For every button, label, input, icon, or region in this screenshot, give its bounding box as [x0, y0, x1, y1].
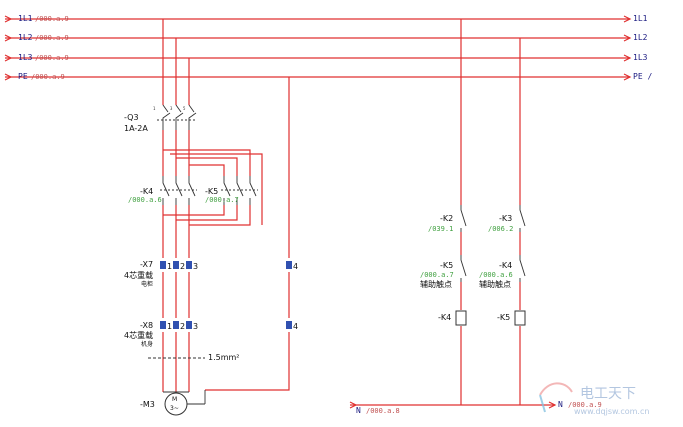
k2-ref: /039.1 [428, 225, 453, 233]
x8-tag: -X8 [140, 321, 153, 330]
watermark-url: www.dqjsw.com.cn [574, 407, 649, 416]
x7-sub: 电柜 [141, 280, 153, 288]
k5-coil [514, 310, 526, 326]
svg-text:1: 1 [153, 106, 156, 111]
q3-tag: -Q3 [124, 113, 139, 122]
bus-pe-right-label: PE / [633, 72, 652, 81]
q3-rating: 1A-2A [124, 124, 148, 133]
contactor-k4-contacts [160, 176, 197, 205]
motor-symbol-top: M [172, 396, 177, 403]
k4-main-ref: /000.a.6 [128, 196, 162, 204]
motor-tag: -M3 [140, 400, 155, 409]
bus-pe-label: PE [18, 72, 28, 81]
bus-l3-right-label: 1L3 [633, 53, 648, 62]
k4-main-tag: -K4 [140, 187, 153, 196]
neutral-left-label: N [356, 406, 361, 415]
k4-aux-tag: -K4 [499, 261, 512, 270]
connector-x8 [160, 321, 292, 329]
bus-pe-arrow-right [623, 73, 632, 81]
k4-coil-tag: -K4 [438, 313, 451, 322]
k5-aux-tag: -K5 [440, 261, 453, 270]
svg-text:3: 3 [170, 106, 173, 111]
k2-contact [460, 205, 467, 232]
x8-sub: 机身 [141, 340, 153, 348]
connector-x7 [160, 261, 292, 269]
watermark-logo: 电工天下 www.dqjsw.com.cn [539, 382, 649, 416]
bus-l1-ref: /000.a.9 [35, 15, 69, 23]
k5-aux-ref: /000.a.7 [420, 271, 454, 279]
bus-l2-right-label: 1L2 [633, 33, 648, 42]
motor-m3 [163, 390, 206, 416]
k4-aux-ref: /000.a.6 [479, 271, 513, 279]
power-wires [162, 19, 290, 392]
x8-pin-2: 2 [180, 322, 185, 331]
motor-symbol-bottom: 3~ [170, 405, 179, 412]
k3-contact [519, 205, 526, 232]
k4-coil [455, 310, 467, 326]
x7-pin-4: 4 [293, 262, 298, 271]
bus-l1-right-label: 1L1 [633, 14, 648, 23]
bus-l2-arrow-left [4, 34, 13, 42]
watermark-text: 电工天下 [580, 386, 636, 402]
x8-pin-1: 1 [167, 322, 172, 331]
k5-main-ref: /000.a.7 [205, 196, 239, 204]
x7-tag: -X7 [140, 260, 153, 269]
bus-l1-arrow-left [4, 15, 13, 23]
neutral-left-ref: /000.a.8 [366, 407, 400, 415]
contactor-k5-contacts [221, 176, 258, 205]
control-wires [349, 19, 557, 409]
k5-aux-note: 辅助触点 [420, 279, 452, 289]
bus-l1-arrow-right [623, 15, 632, 23]
bus-l3-label: 1L3 [18, 53, 33, 62]
bus-l2-arrow-right [623, 34, 632, 42]
x8-desc: 4芯重载 [124, 330, 153, 340]
x7-pin-3: 3 [193, 262, 198, 271]
x8-pin-4: 4 [293, 322, 298, 331]
x8-pin-3: 3 [193, 322, 198, 331]
k3-ref: /006.2 [488, 225, 513, 233]
x7-desc: 4芯重载 [124, 270, 153, 280]
x7-pin-1: 1 [167, 262, 172, 271]
bus-l2-label: 1L2 [18, 33, 33, 42]
bus-l2-ref: /000.a.9 [35, 34, 69, 42]
svg-text:5: 5 [183, 106, 186, 111]
neutral-right-label: N [558, 400, 563, 409]
bus-pe-arrow-left [4, 73, 13, 81]
neutral-right-ref: /000.a.9 [568, 401, 602, 409]
k4-aux-contact [519, 255, 526, 282]
bus-l3-arrow-left [4, 54, 13, 62]
breaker-q3: 1 3 5 [153, 104, 197, 130]
bus-pe-ref: /000.a.9 [31, 73, 65, 81]
bus-lines [4, 15, 632, 81]
bus-l3-arrow-right [623, 54, 632, 62]
k3-tag: -K3 [499, 214, 512, 223]
k2-tag: -K2 [440, 214, 453, 223]
k5-main-tag: -K5 [205, 187, 218, 196]
k4-aux-note: 辅助触点 [479, 279, 511, 289]
k5-coil-tag: -K5 [497, 313, 510, 322]
x7-pin-2: 2 [180, 262, 185, 271]
cable-size: 1.5mm² [208, 353, 240, 362]
bus-l3-ref: /000.a.9 [35, 54, 69, 62]
bus-l1-label: 1L1 [18, 14, 33, 23]
k5-aux-contact [460, 255, 467, 282]
